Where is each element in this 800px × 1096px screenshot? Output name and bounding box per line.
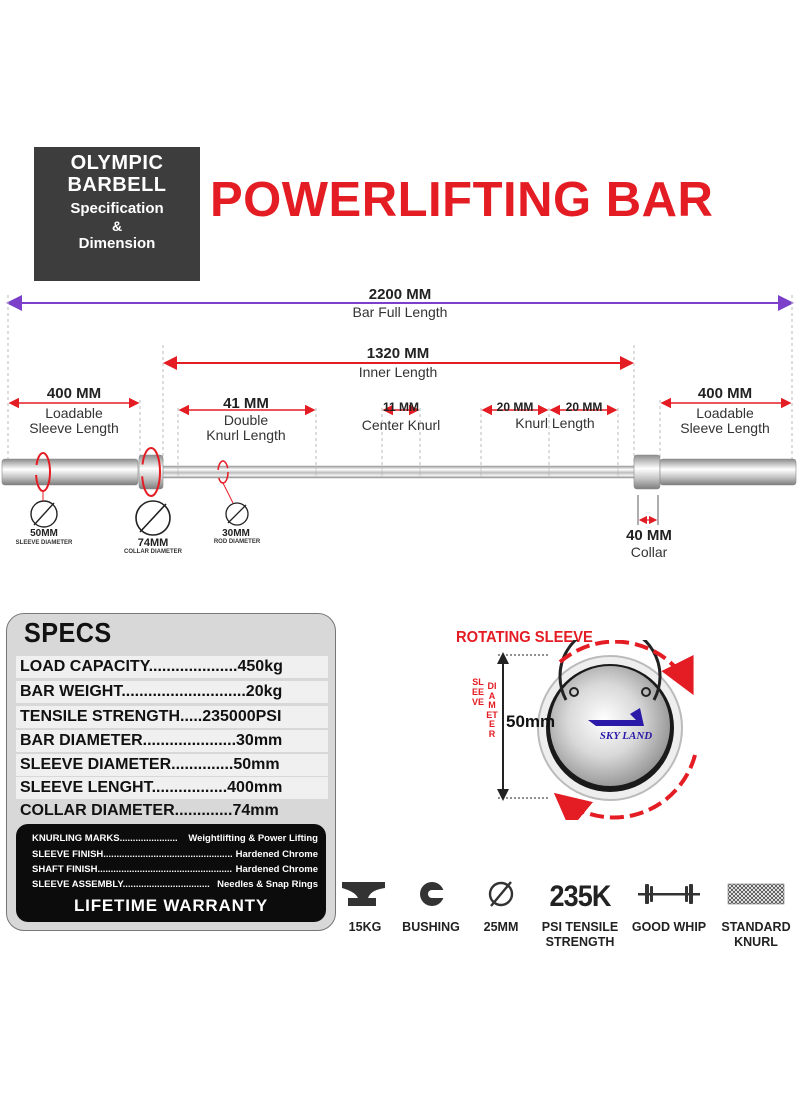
- title-line-3: Specification: [70, 200, 164, 217]
- title-line-1: OLYMPIC: [70, 152, 164, 174]
- diameter-icon: [488, 881, 514, 907]
- feature-label: STANDARD: [721, 920, 791, 934]
- knurl-marks: [177, 466, 619, 478]
- sub-spec-value: Needles & Snap Rings: [215, 878, 318, 891]
- feature-label-2: KNURL: [734, 935, 778, 949]
- sleeve-diameter-symbol: [30, 500, 58, 528]
- title-line-2: BARBELL: [67, 174, 167, 196]
- rod-diameter-symbol: [225, 502, 249, 526]
- specs-heading: SPECS: [24, 617, 112, 648]
- spec-row: BAR WEIGHT............................20…: [16, 681, 328, 703]
- title-line-4: &: [111, 218, 123, 234]
- sub-spec-row: SLEEVE FINISH...........................…: [32, 848, 318, 861]
- sub-specs-box: KNURLING MARKS...................... Wei…: [16, 824, 326, 922]
- barbell-diagram: [1, 295, 797, 536]
- left-sleeve-label-1: Loadable: [45, 405, 103, 421]
- right-sleeve-label-1: Loadable: [696, 405, 754, 421]
- bushing-icon: [420, 882, 446, 906]
- spec-row: TENSILE STRENGTH.....235000PSI: [16, 706, 328, 728]
- feature-label: BUSHING: [402, 920, 460, 934]
- collar-value: 40 MM: [626, 527, 672, 544]
- extension-lines: [7, 295, 793, 470]
- sub-spec-value: Hardened Chrome: [233, 848, 318, 861]
- feature-label: PSI TENSILE: [541, 920, 619, 934]
- rod-diameter-label: ROD DIAMETER: [213, 539, 261, 545]
- sub-spec-row: SHAFT FINISH............................…: [32, 863, 318, 876]
- spec-row: LOAD CAPACITY....................450kg: [16, 656, 328, 678]
- barbell-icon: [638, 884, 700, 904]
- knurl-right-value: 20 MM: [565, 400, 603, 414]
- sub-spec-label: KNURLING MARKS......................: [32, 833, 178, 844]
- feature-icons: [342, 881, 785, 907]
- double-knurl-label-1: Double: [223, 412, 269, 428]
- title-box: OLYMPIC BARBELL Specification & Dimensio…: [34, 147, 200, 281]
- bar-shaft: [159, 465, 639, 479]
- inner-length-label: Inner Length: [358, 364, 438, 380]
- inner-length-value: 1320 MM: [366, 345, 430, 362]
- sub-spec-label: SHAFT FINISH............................…: [32, 864, 233, 875]
- right-sleeve: [659, 458, 797, 486]
- center-knurl-value: 11 MM: [382, 400, 419, 414]
- sleeve-measure: 50mm: [506, 712, 556, 731]
- left-sleeve-label-2: Sleeve Length: [29, 420, 119, 436]
- center-knurl-label: Center Knurl: [361, 417, 441, 433]
- collar-diameter-symbol: [135, 500, 171, 536]
- sleeve-diameter-label: SLEEVE DIAMETER: [15, 540, 73, 546]
- feature-label: 25MM: [483, 920, 519, 934]
- collar-rotation-mark: [141, 447, 161, 497]
- warranty-label: LIFETIME WARRANTY: [74, 896, 268, 915]
- right-sleeve-label-2: Sleeve Length: [680, 420, 770, 436]
- sub-spec-row: KNURLING MARKS...................... Wei…: [32, 832, 318, 845]
- knurl-pattern-icon: [727, 883, 785, 905]
- sub-spec-label: SLEEVE ASSEMBLY.........................…: [32, 879, 210, 890]
- title-line-5: Dimension: [78, 235, 156, 252]
- spec-row: SLEEVE LENGHT.................400mm: [16, 777, 328, 799]
- spec-row: COLLAR DIAMETER.............74mm: [20, 802, 279, 819]
- rotation-arrow-top: [558, 640, 694, 696]
- rotating-sleeve-title: ROTATING SLEEVE: [456, 629, 593, 646]
- rod-diameter-value: 30MM: [222, 528, 250, 539]
- sub-spec-value: Hardened Chrome: [233, 863, 318, 876]
- sleeve-diameter-value: 50MM: [30, 528, 58, 539]
- psi-big-value: 235K: [549, 880, 612, 913]
- sub-spec-value: Weightlifting & Power Lifting: [188, 833, 318, 844]
- full-length-value: 2200 MM: [368, 286, 432, 303]
- right-collar: [633, 454, 661, 490]
- double-knurl-label-2: Knurl Length: [206, 427, 286, 443]
- spec-row: BAR DIAMETER.....................30mm: [16, 730, 328, 752]
- left-sleeve: [1, 458, 139, 486]
- feature-label: 15KG: [348, 920, 382, 934]
- double-knurl-value: 41 MM: [223, 395, 269, 412]
- collar-diameter-label: COLLAR DIAMETER: [124, 549, 182, 555]
- sub-spec-label: SLEEVE FINISH...........................…: [32, 849, 233, 860]
- anvil-icon: [342, 882, 385, 906]
- brand-logo-icon: [588, 708, 644, 726]
- brand-name: SKY LAND: [599, 730, 653, 742]
- left-sleeve-value: 400 MM: [46, 385, 102, 402]
- side-label-sleeve: SLEEVE: [472, 677, 485, 707]
- knurl-length-label: Knurl Length: [515, 415, 595, 431]
- sub-spec-row: SLEEVE ASSEMBLY.........................…: [32, 878, 318, 891]
- collar-label: Collar: [630, 544, 668, 560]
- feature-label-2: STRENGTH: [545, 935, 615, 949]
- sleeve-end-view: [497, 640, 697, 820]
- full-length-label: Bar Full Length: [352, 304, 448, 320]
- collar-diameter-value: 74MM: [137, 537, 169, 549]
- right-sleeve-value: 400 MM: [697, 385, 753, 402]
- feature-label: GOOD WHIP: [631, 920, 707, 934]
- knurl-left-value: 20 MM: [496, 400, 534, 414]
- rotation-arrow-bottom: [553, 754, 697, 820]
- side-label-diameter: DIAMETER: [486, 681, 498, 739]
- left-collar: [138, 454, 164, 490]
- main-title: POWERLIFTING BAR: [210, 173, 714, 227]
- spec-row: SLEEVE DIAMETER..............50mm: [16, 754, 328, 776]
